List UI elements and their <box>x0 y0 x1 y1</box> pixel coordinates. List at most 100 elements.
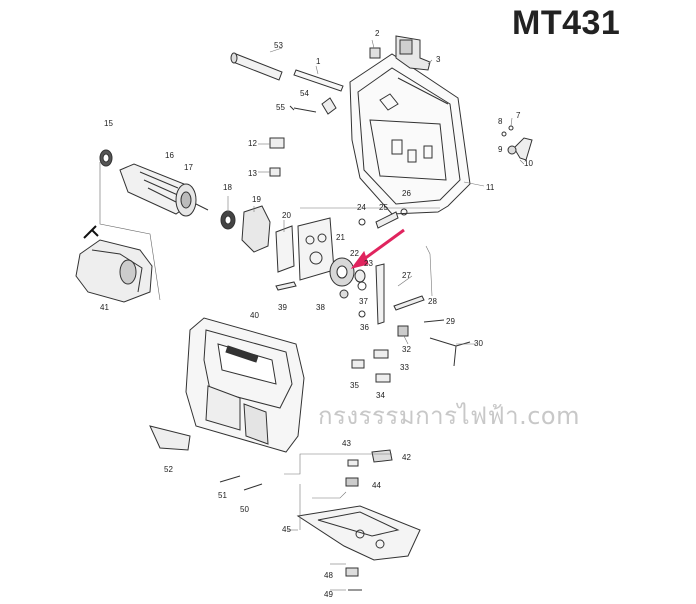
part-24 <box>358 218 366 226</box>
part-label-52: 52 <box>164 465 173 474</box>
part-44 <box>345 477 359 487</box>
part-label-34: 34 <box>376 391 385 400</box>
part-15-bearing <box>99 149 113 167</box>
part-label-41: 41 <box>100 303 109 312</box>
part-3-switch <box>395 35 431 71</box>
part-41-field <box>75 225 153 303</box>
part-33 <box>375 373 391 383</box>
part-label-40: 40 <box>250 311 259 320</box>
part-28 <box>393 295 425 311</box>
part-50-screw <box>243 483 263 491</box>
part-label-2: 2 <box>375 29 380 38</box>
part-55-screw <box>289 105 317 113</box>
part-label-36: 36 <box>360 323 369 332</box>
part-label-35: 35 <box>350 381 359 390</box>
part-label-8: 8 <box>498 117 503 126</box>
part-40-body <box>185 317 305 453</box>
part-label-21: 21 <box>336 233 345 242</box>
part-label-15: 15 <box>104 119 113 128</box>
part-2 <box>369 47 381 59</box>
part-label-13: 13 <box>248 169 257 178</box>
part-42 <box>371 449 393 463</box>
part-39 <box>275 281 297 291</box>
leader-box <box>99 162 161 301</box>
part-12 <box>269 137 285 149</box>
part-label-38: 38 <box>316 303 325 312</box>
part-45-base <box>296 505 421 561</box>
watermark: กรงรรรมการไฟฟ้า.com <box>318 402 580 430</box>
part-37 <box>357 281 367 291</box>
part-26 <box>400 208 408 216</box>
part-32 <box>397 325 409 337</box>
part-29-screw <box>423 319 445 323</box>
leader-lines <box>227 39 525 591</box>
part-label-51: 51 <box>218 491 227 500</box>
part-48 <box>345 567 359 577</box>
part-label-22: 22 <box>350 249 359 258</box>
part-label-24: 24 <box>357 203 366 212</box>
part-label-48: 48 <box>324 571 333 580</box>
part-label-43: 43 <box>342 439 351 448</box>
part-label-12: 12 <box>248 139 257 148</box>
part-label-19: 19 <box>252 195 261 204</box>
part-label-20: 20 <box>282 211 291 220</box>
part-label-25: 25 <box>379 203 388 212</box>
part-label-26: 26 <box>402 189 411 198</box>
part-16-armature <box>119 163 209 217</box>
part-13 <box>269 167 281 177</box>
part-20-plate <box>275 225 295 273</box>
part-9 <box>507 145 517 155</box>
model-number: MT431 <box>512 4 621 42</box>
part-label-39: 39 <box>278 303 287 312</box>
part-label-45: 45 <box>282 525 291 534</box>
part-10-lever <box>513 137 533 161</box>
part-label-44: 44 <box>372 481 381 490</box>
part-label-11: 11 <box>486 183 495 192</box>
part-8 <box>501 131 507 137</box>
part-label-18: 18 <box>223 183 232 192</box>
part-11-housing <box>349 53 471 215</box>
part-label-53: 53 <box>274 41 283 50</box>
part-label-23: 23 <box>364 259 373 268</box>
part-38 <box>339 289 349 299</box>
part-label-7: 7 <box>516 111 521 120</box>
part-label-49: 49 <box>324 590 333 599</box>
part-label-9: 9 <box>498 145 503 154</box>
part-label-16: 16 <box>165 151 174 160</box>
part-51-screw <box>219 475 241 483</box>
part-18-bearing <box>220 210 236 230</box>
part-label-55: 55 <box>276 103 285 112</box>
part-30-rod <box>429 337 471 367</box>
part-label-28: 28 <box>428 297 437 306</box>
part-label-30: 30 <box>474 339 483 348</box>
part-21-plate <box>297 217 335 281</box>
part-label-1: 1 <box>316 57 321 66</box>
part-label-54: 54 <box>300 89 309 98</box>
part-7 <box>508 125 514 131</box>
part-25-pin <box>375 211 399 229</box>
part-label-3: 3 <box>436 55 441 64</box>
part-34 <box>373 349 389 359</box>
part-36 <box>358 310 366 318</box>
part-19-bracket <box>241 205 271 253</box>
highlight-arrow <box>350 228 405 269</box>
part-52-cover <box>149 425 191 451</box>
part-54 <box>321 97 337 115</box>
part-label-37: 37 <box>359 297 368 306</box>
part-27-slider <box>375 263 385 325</box>
part-1-shaft <box>293 69 344 92</box>
part-label-32: 32 <box>402 345 411 354</box>
part-label-17: 17 <box>184 163 193 172</box>
part-label-50: 50 <box>240 505 249 514</box>
part-label-42: 42 <box>402 453 411 462</box>
part-35 <box>351 359 365 369</box>
part-label-33: 33 <box>400 363 409 372</box>
part-53-rod <box>230 52 283 81</box>
part-label-10: 10 <box>524 159 533 168</box>
part-43 <box>347 459 359 467</box>
part-label-27: 27 <box>402 271 411 280</box>
part-label-29: 29 <box>446 317 455 326</box>
